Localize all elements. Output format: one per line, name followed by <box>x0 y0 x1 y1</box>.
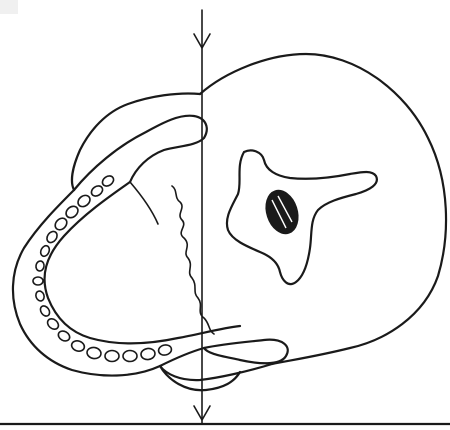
tooth <box>105 351 119 362</box>
tooth <box>45 230 59 245</box>
central-suture <box>172 186 214 334</box>
tooth <box>123 351 137 362</box>
tooth <box>101 174 116 188</box>
tooth <box>39 304 52 318</box>
tooth <box>53 216 69 232</box>
tooth <box>35 290 46 302</box>
chin-lower <box>160 366 240 390</box>
tooth <box>90 184 105 198</box>
tooth <box>86 346 102 359</box>
corner-mark <box>0 0 18 14</box>
tooth <box>140 348 155 361</box>
nasal-opening <box>261 186 303 237</box>
tooth <box>158 344 173 356</box>
cranium-outline <box>160 54 446 380</box>
tooth <box>57 329 72 343</box>
reference-line <box>194 10 210 424</box>
tooth <box>70 339 85 353</box>
mandible-ramus <box>204 340 288 364</box>
tooth <box>76 193 92 209</box>
tooth <box>64 204 80 220</box>
orbit-cavity <box>227 150 377 284</box>
tooth <box>33 277 43 285</box>
tooth <box>35 260 45 271</box>
tooth <box>46 317 61 332</box>
cranium-top-left <box>72 93 200 190</box>
maxilla-inner <box>130 182 158 224</box>
